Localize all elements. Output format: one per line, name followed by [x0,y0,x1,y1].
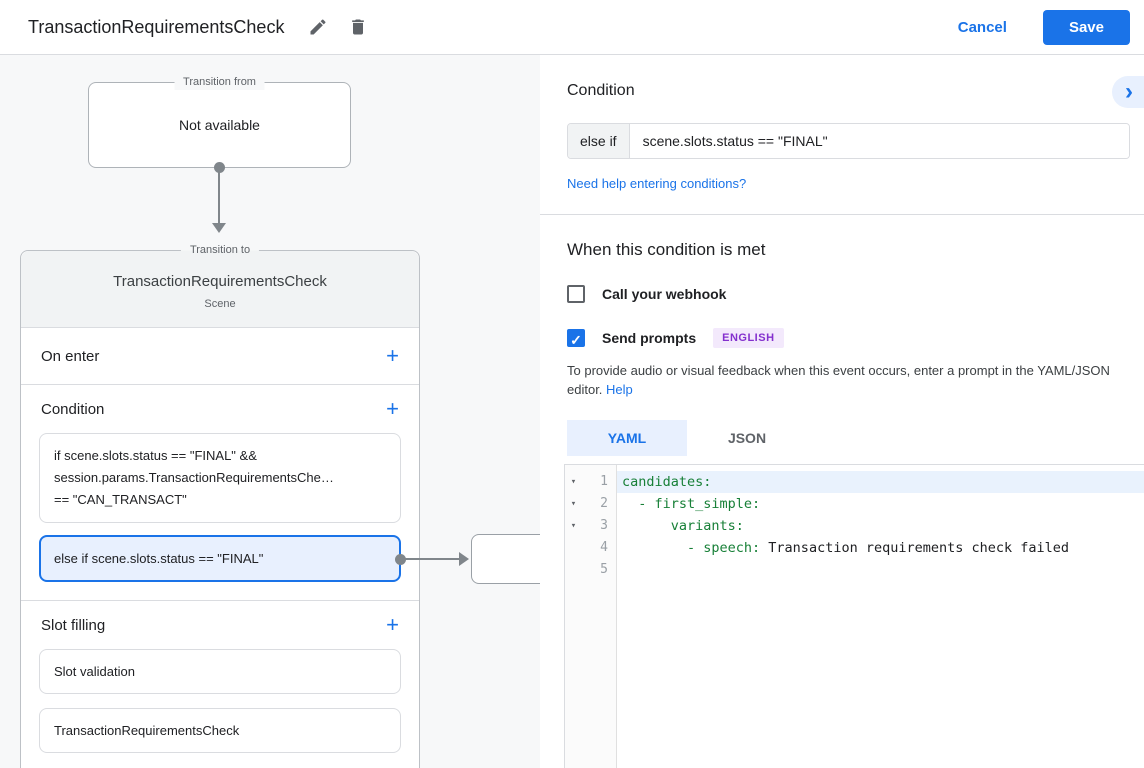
help-link[interactable]: Help [606,382,633,397]
call-webhook-label[interactable]: Call your webhook [602,286,727,302]
conditions-help-link[interactable]: Need help entering conditions? [567,176,747,191]
scene-card-header: TransactionRequirementsCheck Scene [21,251,419,327]
on-enter-label: On enter [41,347,100,365]
cancel-button[interactable]: Cancel [957,18,1007,36]
condition-else-if-text: else if scene.slots.status == "FINAL" [54,551,264,566]
add-slot-button[interactable]: + [386,612,399,637]
line-number: 5 [600,562,608,577]
condition-if-line1: if scene.slots.status == "FINAL" && [54,448,257,463]
condition-expression-input[interactable] [629,124,1129,158]
page-title: TransactionRequirementsCheck [28,16,285,37]
connector-arrowhead-icon [212,223,226,233]
prompt-description: To provide audio or visual feedback when… [567,361,1130,399]
webhook-row: Call your webhook [567,285,1130,303]
slot-validation-box[interactable]: Slot validation [39,649,401,694]
send-prompts-checkbox[interactable]: ✓ [567,329,585,348]
yaml-key: - first_simple: [622,496,761,512]
scene-card-subtitle: Scene [204,298,236,310]
collapse-panel-button[interactable]: › [1112,76,1144,108]
connector-line [403,557,460,560]
chevron-right-icon: › [1125,78,1133,105]
code-line: candidates: [617,471,1144,493]
language-badge: ENGLISH [713,328,784,348]
yaml-value: Transaction requirements check failed [760,540,1070,556]
transition-to-card[interactable]: Transition to TransactionRequirementsChe… [20,243,540,768]
transition-from-legend: Transition from [174,75,265,90]
connector-arrowhead-icon [459,551,469,566]
code-line [617,559,1144,581]
line-number: 3 [600,518,608,533]
connector-dot [214,162,225,173]
condition-section: Condition + if scene.slots.status == "FI… [21,384,540,600]
condition-if-box[interactable]: if scene.slots.status == "FINAL" && sess… [39,433,401,523]
scene-flow-canvas: Transition from Not available Transition… [0,55,540,768]
yaml-key: candidates: [622,474,712,490]
condition-if-line2: session.params.TransactionRequirementsCh… [54,470,334,485]
call-webhook-checkbox[interactable] [567,285,585,303]
line-number: 4 [600,540,608,555]
prompt-description-text: To provide audio or visual feedback when… [567,363,1110,397]
yaml-key: variants: [622,518,744,534]
fold-arrow-icon[interactable]: ▾ [570,477,577,487]
scene-card-title: TransactionRequirementsCheck [113,273,327,290]
send-prompts-label[interactable]: Send prompts [602,330,697,346]
condition-else-if-box-selected[interactable]: else if scene.slots.status == "FINAL" [39,533,540,584]
check-icon: ✓ [570,332,582,348]
transition-target-box[interactable] [471,533,540,584]
fold-arrow-icon[interactable]: ▾ [570,499,577,509]
on-enter-section: On enter + [21,327,419,384]
line-number: 1 [600,474,608,489]
editor-format-tabs: YAML JSON [567,420,1130,456]
condition-prefix-label: else if [568,124,630,158]
delete-scene-button[interactable] [344,13,372,41]
yaml-key: - speech: [622,540,761,556]
editor-code-area[interactable]: candidates: - first_simple: variants: - … [617,465,1144,768]
transition-from-value: Not available [179,117,260,133]
pencil-icon [308,17,328,37]
panel-heading: Condition [567,82,635,99]
transition-to-legend: Transition to [180,243,260,258]
slot-filling-section: Slot filling + Slot validation Transacti… [21,600,419,768]
slot-filling-label: Slot filling [41,616,106,634]
send-prompts-row: ✓ Send prompts ENGLISH [567,328,1130,348]
connector-line [218,168,220,224]
tab-json[interactable]: JSON [687,420,807,456]
top-bar: TransactionRequirementsCheck Cancel Save [0,0,1144,55]
code-line: - speech: Transaction requirements check… [617,537,1144,559]
condition-detail-panel: › Condition else if Need help entering c… [540,55,1144,768]
editor-gutter: ▾ 1 ▾ 2 ▾ 3 4 5 [565,465,617,768]
yaml-code-editor[interactable]: ▾ 1 ▾ 2 ▾ 3 4 5 candidates: - first_simple:… [564,464,1144,768]
fold-arrow-icon[interactable]: ▾ [570,521,577,531]
condition-section-label: Condition [41,400,105,418]
trash-icon [348,17,368,37]
tab-yaml[interactable]: YAML [567,420,687,456]
condition-if-line3: == "CAN_TRANSACT" [54,492,187,507]
condition-input-row: else if [567,123,1130,159]
code-line: - first_simple: [617,493,1144,515]
transition-from-box: Transition from Not available [88,75,351,168]
add-on-enter-button[interactable]: + [386,343,399,368]
edit-scene-button[interactable] [304,13,332,41]
code-line: variants: [617,515,1144,537]
when-condition-heading: When this condition is met [567,240,766,259]
connector-dot [395,553,406,565]
line-number: 2 [600,496,608,511]
add-condition-button[interactable]: + [386,396,399,421]
slot-transaction-box[interactable]: TransactionRequirementsCheck [39,708,401,753]
save-button[interactable]: Save [1042,9,1130,45]
panel-divider [540,214,1144,215]
